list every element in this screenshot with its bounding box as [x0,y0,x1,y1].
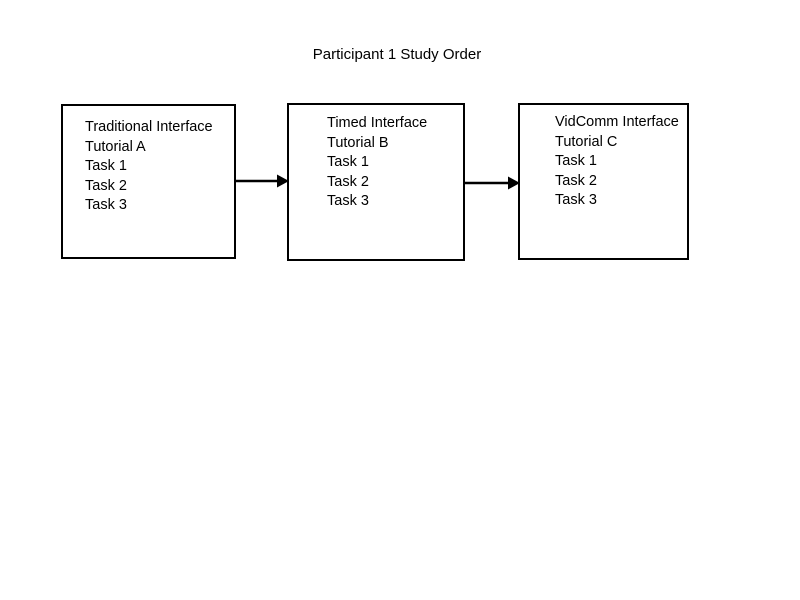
box-heading: Timed Interface [327,115,428,131]
box-heading: VidComm Interface [555,114,679,130]
box-line: Task 3 [555,192,597,208]
box-line: Tutorial B [327,134,389,151]
box-timed-interface: Timed Interface Tutorial B Task 1 Task 2… [287,103,465,261]
box-heading: Traditional Interface [85,119,213,135]
arrow-right-icon [464,176,520,190]
box-line: Task 3 [327,193,369,209]
box-line: Task 1 [85,158,127,174]
box-line: Task 3 [85,197,127,213]
box-line: Task 2 [85,177,127,194]
box-line: Tutorial C [555,133,618,150]
box-traditional-interface: Traditional Interface Tutorial A Task 1 … [61,104,236,259]
box-line: Task 1 [555,153,597,169]
box-line: Task 1 [327,154,369,170]
diagram-title: Participant 1 Study Order [312,46,482,63]
box-vidcomm-interface: VidComm Interface Tutorial C Task 1 Task… [518,103,689,260]
box-line: Tutorial A [85,138,146,155]
box-line: Task 2 [327,173,369,190]
arrow-right-icon [235,174,289,188]
box-line: Task 2 [555,172,597,189]
